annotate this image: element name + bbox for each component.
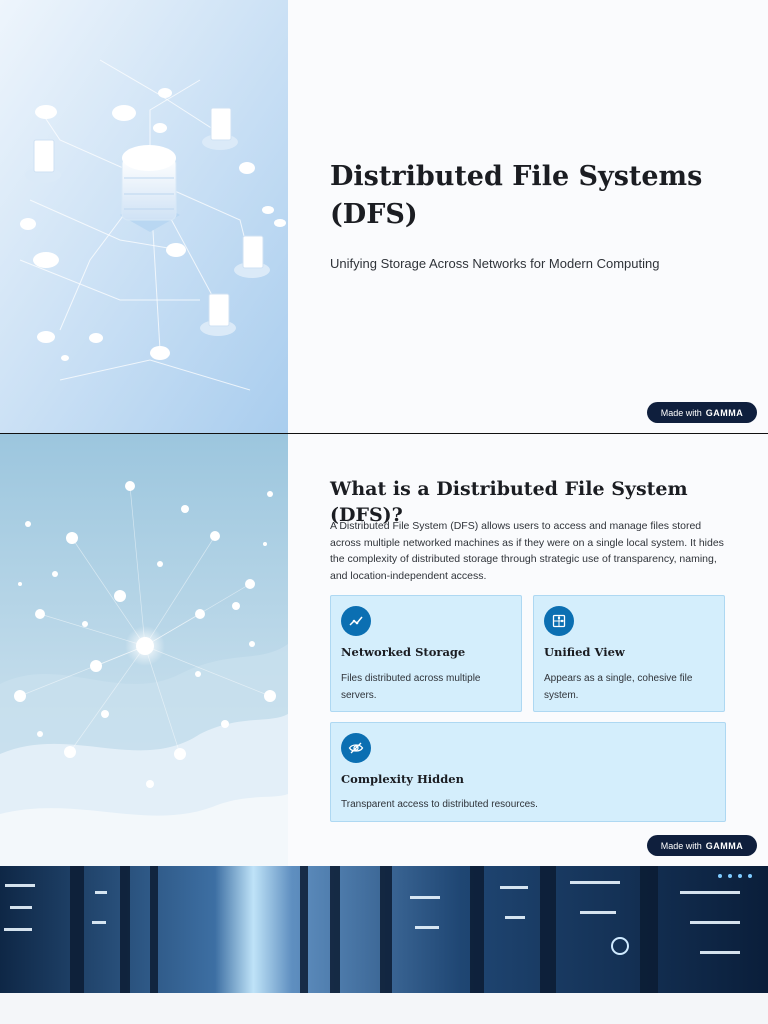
- card-networked-storage: Networked Storage Files distributed acro…: [330, 595, 522, 712]
- card-title: Complexity Hidden: [341, 772, 464, 786]
- puzzle-icon: [544, 606, 574, 636]
- page-subtitle: Unifying Storage Across Networks for Mod…: [330, 256, 660, 271]
- made-with-gamma-badge[interactable]: Made with GAMMA: [647, 835, 757, 856]
- made-with-gamma-badge[interactable]: Made with GAMMA: [647, 402, 757, 423]
- card-complexity-hidden: Complexity Hidden Transparent access to …: [330, 722, 726, 822]
- definition-content: What is a Distributed File System (DFS)?…: [288, 434, 768, 866]
- card-description: Files distributed across multiple server…: [341, 673, 481, 701]
- network-illustration: [0, 0, 288, 433]
- section-paragraph: A Distributed File System (DFS) allows u…: [330, 520, 724, 583]
- section-title: What is a Distributed File System (DFS)?: [330, 478, 688, 526]
- network-waves-illustration: [0, 434, 288, 866]
- badge-prefix: Made with: [660, 407, 702, 418]
- card-description: Transparent access to distributed resour…: [341, 799, 538, 810]
- card-title: Networked Storage: [341, 645, 466, 659]
- slide-definition: What is a Distributed File System (DFS)?…: [0, 433, 768, 866]
- badge-prefix: Made with: [660, 840, 702, 851]
- card-unified-view: Unified View Appears as a single, cohesi…: [533, 595, 725, 712]
- badge-brand: GAMMA: [705, 407, 744, 418]
- server-room-image: [0, 866, 768, 993]
- glowing-network-waves-image: [0, 434, 288, 866]
- card-title: Unified View: [544, 645, 625, 659]
- badge-brand: GAMMA: [705, 840, 744, 851]
- eye-off-icon: [341, 733, 371, 763]
- page-title: Distributed File Systems (DFS): [330, 161, 703, 230]
- isometric-server-network-image: [0, 0, 288, 433]
- slide-title: Distributed File Systems (DFS) Unifying …: [0, 0, 768, 433]
- slide-server-room: [0, 866, 768, 993]
- title-content: Distributed File Systems (DFS) Unifying …: [288, 0, 768, 433]
- card-description: Appears as a single, cohesive file syste…: [544, 673, 693, 701]
- chart-line-icon: [341, 606, 371, 636]
